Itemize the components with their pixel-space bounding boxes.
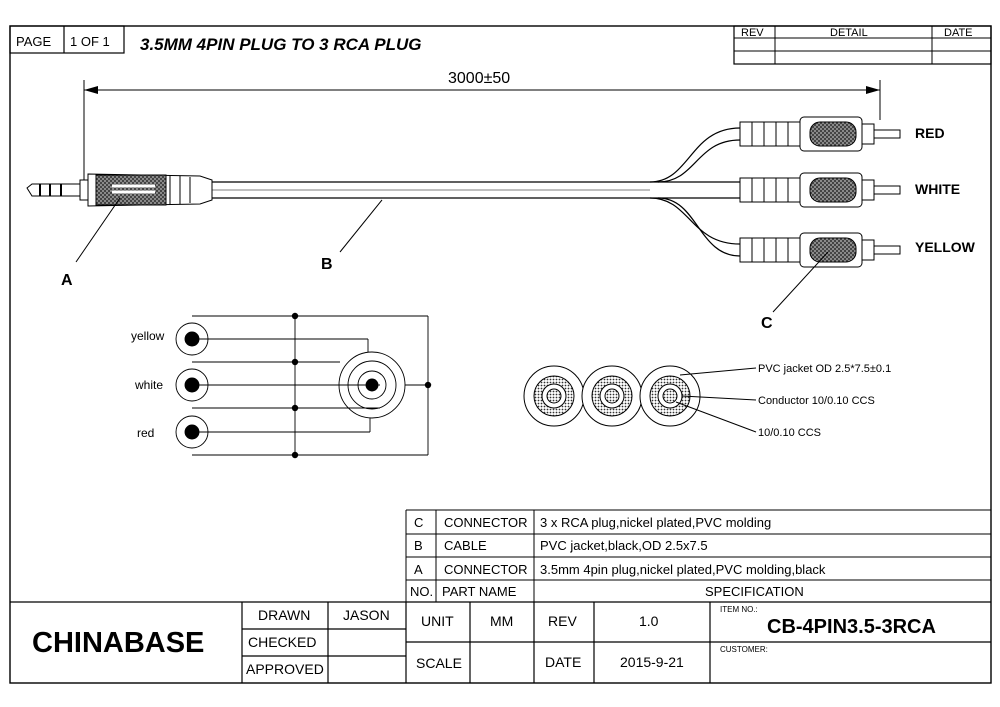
conductor-spec-label: Conductor 10/0.10 CCS	[758, 395, 875, 407]
bom-header-spec: SPECIFICATION	[705, 584, 804, 599]
cable	[212, 127, 741, 257]
strand-spec-label: 10/0.10 CCS	[758, 427, 821, 439]
bom-header-part: PART NAME	[442, 584, 517, 599]
bom-table	[405, 509, 991, 602]
callout-c: C	[761, 315, 773, 332]
leader-a	[75, 197, 121, 263]
bom-row-spec: PVC jacket,black,OD 2.5x7.5	[540, 538, 708, 553]
rev-value: 1.0	[639, 613, 659, 629]
wire-label-red: red	[137, 426, 154, 440]
wiring-schematic	[175, 315, 429, 456]
schematic-junctions	[291, 312, 432, 459]
plug-label-red: RED	[915, 125, 945, 141]
date-value: 2015-9-21	[620, 654, 684, 670]
approved-label: APPROVED	[246, 661, 324, 677]
length-label: 3000±50	[448, 70, 510, 87]
callout-b: B	[321, 256, 333, 273]
bom-rows: C CONNECTOR 3 x RCA plug,nickel plated,P…	[410, 515, 826, 599]
date-label: DATE	[545, 654, 581, 670]
bom-row-spec: 3 x RCA plug,nickel plated,PVC molding	[540, 515, 771, 530]
bom-row-spec: 3.5mm 4pin plug,nickel plated,PVC moldin…	[540, 562, 826, 577]
rca-plug-red	[739, 116, 901, 152]
cable-cross-section	[523, 365, 757, 433]
bom-row-no: C	[414, 515, 423, 530]
detail-col-header: DETAIL	[830, 27, 868, 39]
sheet-border	[9, 25, 992, 684]
drawn-label: DRAWN	[258, 607, 310, 623]
length-dimension: 3000±50	[83, 70, 881, 180]
drawn-value: JASON	[343, 607, 390, 623]
title-block-text: CHINABASE DRAWN JASON CHECKED APPROVED U…	[32, 605, 936, 677]
bom-row-part: CONNECTOR	[444, 515, 528, 530]
bom-row-part: CONNECTOR	[444, 562, 528, 577]
plug-label-white: WHITE	[915, 181, 960, 197]
item-no-value: CB-4PIN3.5-3RCA	[767, 616, 936, 638]
unit-value: MM	[490, 613, 513, 629]
unit-label: UNIT	[421, 613, 454, 629]
bom-header-no: NO.	[410, 584, 433, 599]
item-no-label: ITEM NO.:	[720, 605, 758, 614]
plug-label-yellow: YELLOW	[915, 239, 976, 255]
page-label: PAGE	[16, 34, 51, 49]
page-value: 1 OF 1	[70, 34, 110, 49]
title-block	[10, 601, 991, 683]
callout-a: A	[61, 272, 73, 289]
jack-plug-3.5mm	[26, 173, 213, 207]
jacket-spec-label: PVC jacket OD 2.5*7.5±0.1	[758, 363, 891, 375]
page-box: PAGE 1 OF 1	[9, 25, 125, 54]
leader-c	[772, 251, 829, 313]
rev-label: REV	[548, 613, 577, 629]
wire-label-white: white	[134, 378, 163, 392]
rev-col-header: REV	[741, 27, 764, 39]
checked-label: CHECKED	[248, 634, 316, 650]
leader-b	[339, 199, 383, 253]
rca-plug-white	[739, 172, 901, 208]
bom-row-no: A	[414, 562, 423, 577]
wire-label-yellow: yellow	[131, 329, 165, 343]
company-name: CHINABASE	[32, 627, 204, 659]
drawing-title: 3.5MM 4PIN PLUG TO 3 RCA PLUG	[140, 35, 422, 54]
scale-label: SCALE	[416, 655, 462, 671]
customer-label: CUSTOMER:	[720, 645, 768, 654]
revision-block: REV DETAIL DATE	[733, 25, 992, 65]
rca-plug-yellow	[739, 232, 901, 268]
date-col-header: DATE	[944, 27, 973, 39]
bom-row-no: B	[414, 538, 423, 553]
bom-row-part: CABLE	[444, 538, 487, 553]
